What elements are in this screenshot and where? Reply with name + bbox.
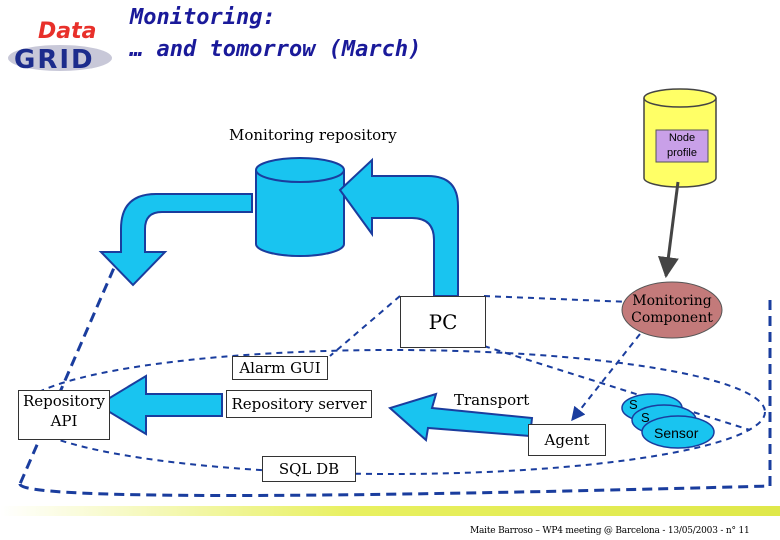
agent-label: Agent [544,431,590,449]
node-profile-label: Node profile [667,132,697,159]
sensor-ellipse-front [641,415,715,449]
title-line-2: … and tomorrow (March) [130,37,422,62]
monitoring-component-label: Monitoring Component [631,293,713,326]
datagrid-logo: Data GRID [8,19,112,72]
dashed-outline-bottom [18,483,771,497]
monitoring-component-shape [621,281,723,339]
node-profile-box [655,129,709,163]
monitoring-repository-label: Monitoring repository [229,126,397,144]
pc-dashed-line-left [329,295,401,357]
logo-globe-icon [8,45,112,71]
title-line-1: Monitoring: [130,5,276,30]
transport-arrow [388,392,534,442]
repository-api-box: Repository API [18,390,110,440]
component-to-agent-line [571,333,641,422]
pc-to-repository-arrow [338,157,459,297]
sql-db-box: SQL DB [262,456,356,482]
pc-label: PC [428,310,458,334]
profile-to-component-arrow [657,181,680,279]
repository-out-arrow [98,193,253,287]
alarm-gui-box: Alarm GUI [232,356,328,380]
footer-text: Maite Barroso – WP4 meeting @ Barcelona … [470,526,750,536]
monitoring-repository-db [255,157,345,257]
footer-bar [0,506,780,516]
server-to-api-arrow [96,374,223,436]
pc-dashed-line-top [483,295,631,303]
repository-api-label-line1: Repository [22,392,105,410]
agent-box: Agent [528,424,606,456]
repository-server-box: Repository server [226,390,372,418]
slide-title: Monitoring: … and tomorrow (March) [130,2,421,66]
sensor-label: Sensor [654,425,699,441]
repository-server-label: Repository server [231,395,367,413]
sensor-back-label: S [629,397,638,412]
logo-grid-word: GRID [14,45,95,72]
dashed-outline-left [18,253,122,485]
pc-box: PC [400,296,486,348]
alarm-gui-label: Alarm GUI [239,359,321,377]
pc-dashed-line-right [483,345,751,431]
transport-label: Transport [454,391,530,409]
repository-api-label-line2: API [50,412,78,430]
sql-db-label: SQL DB [278,460,340,478]
logo-data-word: Data [38,19,96,44]
sensor-middle-label: S [641,410,650,425]
